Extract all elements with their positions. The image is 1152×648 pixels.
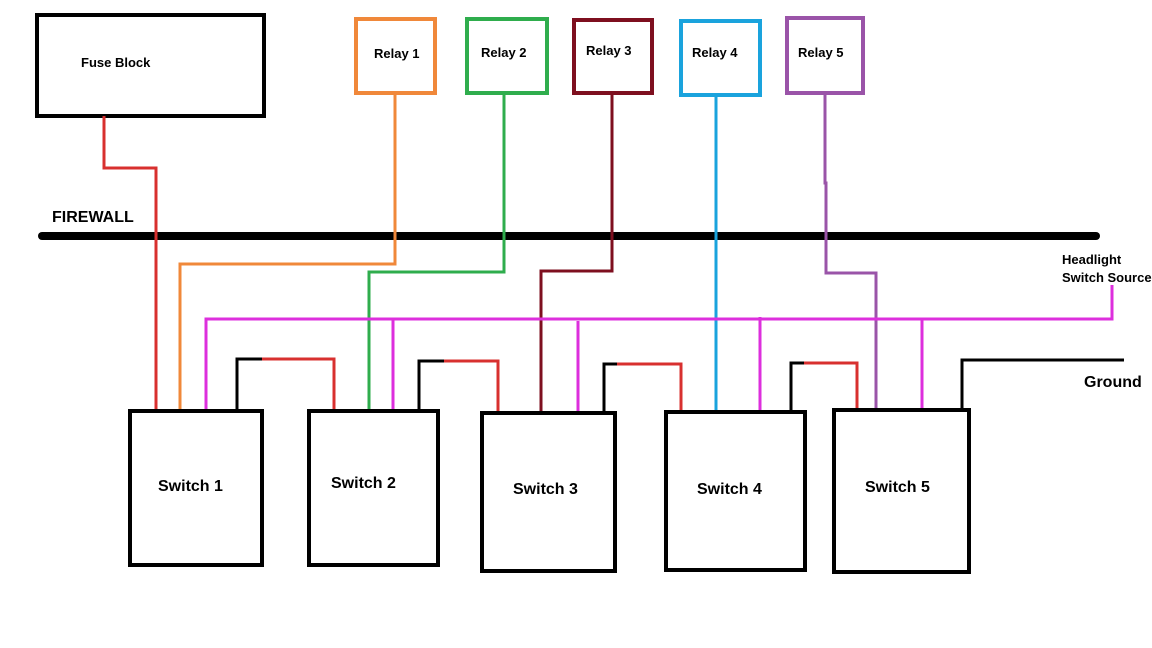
relay-2-label: Relay 2 bbox=[481, 45, 527, 60]
relay-4: Relay 4 bbox=[679, 19, 762, 97]
switch-5-label: Switch 5 bbox=[865, 479, 930, 496]
relay-5-label: Relay 5 bbox=[798, 45, 844, 60]
headlight-source-label-line1: Headlight bbox=[1062, 252, 1122, 267]
switch-3-label: Switch 3 bbox=[513, 481, 578, 498]
firewall-label: FIREWALL bbox=[52, 209, 134, 226]
fuse-block: Fuse Block bbox=[35, 13, 266, 118]
switch-5: Switch 5 bbox=[832, 408, 971, 574]
relay-4-label: Relay 4 bbox=[692, 45, 738, 60]
switch-3: Switch 3 bbox=[480, 411, 617, 573]
relay-3-wire bbox=[539, 93, 614, 413]
relay-2-wire bbox=[367, 93, 506, 411]
switch-2-label: Switch 2 bbox=[331, 475, 396, 492]
fuse-block-label: Fuse Block bbox=[81, 55, 151, 70]
relay-5-wire bbox=[823, 93, 878, 410]
switch-4: Switch 4 bbox=[664, 410, 807, 572]
switch-2: Switch 2 bbox=[307, 409, 440, 567]
relay-3: Relay 3 bbox=[572, 18, 654, 95]
fuse-power-wire bbox=[102, 116, 158, 411]
headlight-source-wiring bbox=[204, 285, 1114, 413]
switch-jumper-wires bbox=[235, 357, 1124, 413]
relay-2: Relay 2 bbox=[465, 17, 549, 95]
relay-1-wire bbox=[178, 93, 397, 411]
switch-1: Switch 1 bbox=[128, 409, 264, 567]
relay-1: Relay 1 bbox=[354, 17, 437, 95]
relay-1-label: Relay 1 bbox=[374, 46, 420, 61]
switch-1-label: Switch 1 bbox=[158, 478, 223, 495]
headlight-source-label-line2: Switch Source bbox=[1062, 270, 1152, 285]
relay-3-label: Relay 3 bbox=[586, 43, 632, 58]
relay-5: Relay 5 bbox=[785, 16, 865, 95]
ground-label: Ground bbox=[1084, 374, 1142, 391]
switch-4-label: Switch 4 bbox=[697, 481, 762, 498]
